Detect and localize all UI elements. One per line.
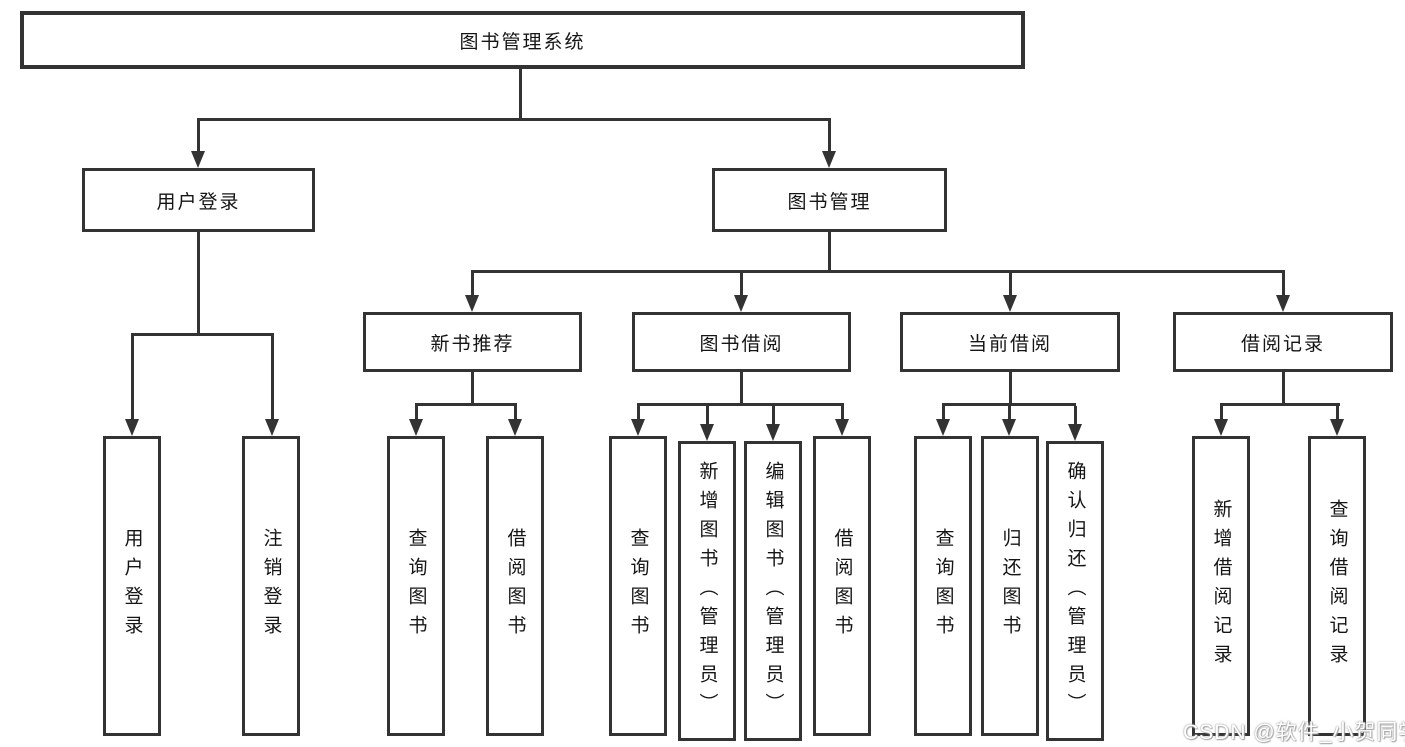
connector-line — [828, 120, 831, 152]
arrowhead-icon — [508, 419, 522, 436]
arrowhead-icon — [125, 419, 139, 436]
node-book-borrowing: 图书借阅 — [632, 312, 851, 372]
leaf-query-borrow-record: 查询借阅记录 — [1308, 436, 1366, 736]
connector-line — [740, 372, 743, 406]
connector-line — [740, 273, 743, 295]
connector-line — [471, 372, 474, 406]
arrowhead-icon — [1068, 424, 1082, 441]
arrowhead-icon — [700, 424, 714, 441]
leaf-query-books-recommend: 查询图书 — [387, 436, 445, 736]
connector-line — [197, 118, 831, 121]
connector-line — [1220, 406, 1223, 420]
arrowhead-icon — [465, 295, 479, 312]
leaf-borrow-books-recommend: 借阅图书 — [486, 436, 544, 736]
connector-line — [637, 403, 844, 406]
connector-line — [415, 406, 418, 420]
leaf-logout: 注销登录 — [242, 436, 300, 736]
connector-line — [772, 406, 775, 425]
connector-line — [1009, 372, 1012, 406]
connector-line — [519, 69, 522, 120]
node-user-login-branch: 用户登录 — [82, 168, 315, 232]
arrowhead-icon — [1330, 419, 1344, 436]
arrowhead-icon — [835, 419, 849, 436]
leaf-borrow-books: 借阅图书 — [813, 436, 871, 736]
connector-line — [828, 232, 831, 273]
leaf-user-login: 用户登录 — [103, 436, 161, 736]
connector-line — [471, 273, 474, 295]
connector-line — [637, 406, 640, 420]
arrowhead-icon — [766, 424, 780, 441]
connector-line — [514, 406, 517, 420]
connector-line — [197, 232, 200, 336]
arrowhead-icon — [734, 295, 748, 312]
arrowhead-icon — [1003, 295, 1017, 312]
node-current-borrowing: 当前借阅 — [900, 312, 1120, 372]
leaf-confirm-return-admin: 确认归还（管理员） — [1046, 441, 1104, 741]
connector-line — [942, 406, 945, 420]
arrowhead-icon — [936, 419, 950, 436]
arrowhead-icon — [1002, 419, 1016, 436]
connector-line — [942, 403, 1076, 406]
leaf-query-books-borrowing: 查询图书 — [609, 436, 667, 736]
arrowhead-icon — [631, 419, 645, 436]
connector-line — [1009, 273, 1012, 295]
connector-line — [131, 336, 134, 420]
connector-line — [271, 336, 274, 420]
connector-line — [471, 270, 1285, 273]
arrowhead-icon — [822, 151, 836, 168]
leaf-query-books-current: 查询图书 — [914, 436, 972, 736]
node-new-book-recommendation: 新书推荐 — [363, 312, 582, 372]
node-book-management-branch: 图书管理 — [712, 168, 947, 232]
connector-line — [197, 120, 200, 152]
csdn-watermark: CSDN @软件_小贺同学 — [1183, 721, 1405, 744]
arrowhead-icon — [1214, 419, 1228, 436]
connector-line — [1336, 406, 1339, 420]
connector-line — [415, 403, 517, 406]
connector-line — [1074, 406, 1077, 425]
arrowhead-icon — [265, 419, 279, 436]
leaf-return-books: 归还图书 — [981, 436, 1039, 736]
connector-line — [706, 406, 709, 425]
node-borrowing-records: 借阅记录 — [1173, 312, 1393, 372]
connector-line — [1220, 403, 1340, 406]
connector-line — [131, 333, 274, 336]
arrowhead-icon — [409, 419, 423, 436]
arrowhead-icon — [191, 151, 205, 168]
node-library-management-system: 图书管理系统 — [20, 11, 1025, 69]
leaf-add-borrow-record: 新增借阅记录 — [1192, 436, 1250, 736]
leaf-add-books-admin: 新增图书（管理员） — [678, 441, 736, 741]
connector-line — [1282, 273, 1285, 295]
arrowhead-icon — [1276, 295, 1290, 312]
connector-line — [841, 406, 844, 420]
connector-line — [1282, 372, 1285, 406]
connector-line — [1008, 406, 1011, 420]
leaf-edit-books-admin: 编辑图书（管理员） — [744, 441, 802, 741]
